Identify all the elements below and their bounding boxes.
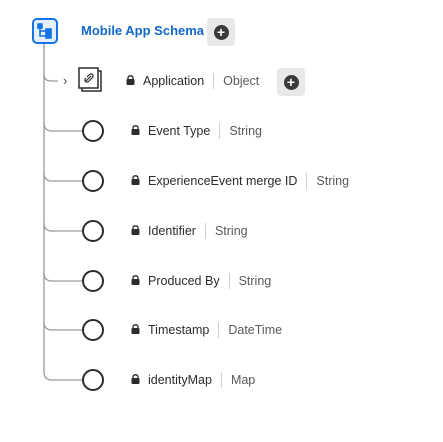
field-name: ExperienceEvent merge ID xyxy=(148,174,298,188)
field-type: String xyxy=(229,124,262,138)
circle-field-icon xyxy=(82,170,104,192)
field-name: Application xyxy=(143,74,205,88)
divider xyxy=(220,372,222,388)
lock-icon xyxy=(131,274,140,288)
lock-icon xyxy=(131,174,140,188)
schema-title[interactable]: Mobile App Schema xyxy=(81,23,205,38)
add-circle-icon: + xyxy=(283,74,299,90)
field-row-experienceevent-merge-id[interactable]: ExperienceEvent merge ID String xyxy=(131,171,349,191)
field-row-identifier[interactable]: Identifier String xyxy=(131,221,248,241)
field-type: DateTime xyxy=(228,323,283,337)
field-type: String xyxy=(316,174,350,188)
lock-icon xyxy=(126,74,135,88)
object-link-icon[interactable] xyxy=(78,67,102,93)
field-name: Event Type xyxy=(148,124,211,138)
lock-icon xyxy=(131,224,140,238)
add-circle-icon: + xyxy=(213,24,229,40)
field-row-produced-by[interactable]: Produced By String xyxy=(131,271,271,291)
divider xyxy=(219,123,221,139)
field-type: Map xyxy=(230,373,256,387)
chevron-right-icon[interactable]: › xyxy=(63,73,68,88)
field-name: Produced By xyxy=(148,274,220,288)
add-field-button[interactable]: + xyxy=(207,18,235,46)
add-subfield-button[interactable]: + xyxy=(277,68,305,96)
field-row-application[interactable]: Application Object xyxy=(126,71,259,91)
divider xyxy=(306,173,308,189)
circle-field-icon xyxy=(82,319,104,341)
divider xyxy=(213,73,215,89)
circle-field-icon xyxy=(82,270,104,292)
lock-icon xyxy=(131,323,140,337)
field-type: Object xyxy=(223,74,260,88)
field-type: String xyxy=(238,274,272,288)
circle-field-icon xyxy=(82,120,104,142)
divider xyxy=(204,223,206,239)
divider xyxy=(228,273,230,289)
field-type: String xyxy=(214,224,248,238)
field-row-event-type[interactable]: Event Type String xyxy=(131,121,262,141)
divider xyxy=(218,322,220,338)
lock-icon xyxy=(131,124,140,138)
lock-icon xyxy=(131,373,140,387)
field-name: Timestamp xyxy=(148,323,210,337)
field-row-timestamp[interactable]: Timestamp DateTime xyxy=(131,320,282,340)
circle-field-icon xyxy=(82,369,104,391)
field-row-identitymap[interactable]: identityMap Map xyxy=(131,370,255,390)
field-name: identityMap xyxy=(148,373,212,387)
schema-tree-icon xyxy=(32,18,58,44)
circle-field-icon xyxy=(82,220,104,242)
field-name: Identifier xyxy=(148,224,196,238)
